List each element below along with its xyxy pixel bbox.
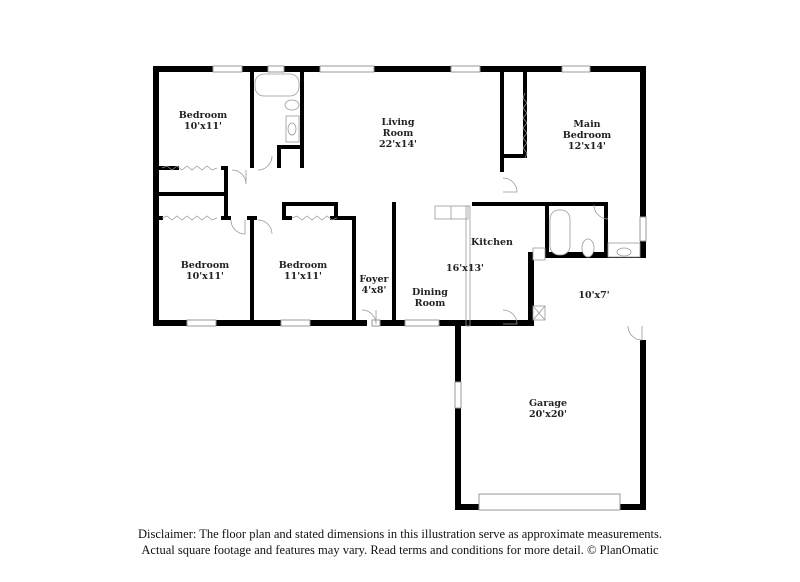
windows: [186, 65, 647, 511]
room-dims: 4'x8': [361, 285, 387, 296]
room-name: Room: [382, 128, 414, 139]
doors: [230, 155, 643, 341]
closet-doors: [161, 92, 528, 221]
room-name: Main: [573, 119, 601, 130]
room-dims: 10'x7': [578, 290, 610, 301]
room-label-main-bedroom: Main Bedroom 12'x14': [563, 119, 611, 152]
room-dims: 22'x14': [379, 139, 417, 150]
room-name: Dining: [412, 287, 448, 298]
room-name: Bedroom: [562, 130, 612, 141]
room-name: Room: [414, 298, 446, 309]
room-name: Living: [381, 117, 415, 128]
room-dims: 10'x11': [186, 271, 224, 282]
room-label-dining-room: Dining Room: [412, 287, 448, 309]
room-label-kitchen-dims: 16'x13': [446, 263, 484, 274]
room-name: Bedroom: [178, 110, 228, 121]
room-name: Kitchen: [471, 237, 513, 248]
room-name: Foyer: [359, 274, 389, 285]
disclaimer: Disclaimer: The floor plan and stated di…: [0, 526, 800, 558]
room-label-garage: Garage 20'x20': [529, 398, 567, 420]
fixtures: [254, 73, 641, 327]
room-label-kitchen: Kitchen: [471, 237, 513, 248]
room-label-foyer: Foyer 4'x8': [359, 274, 388, 296]
room-label-bedroom-1: Bedroom 10'x11': [179, 110, 227, 132]
room-label-laundry: 10'x7': [578, 290, 609, 301]
room-name: Bedroom: [278, 260, 328, 271]
room-dims: 20'x20': [529, 409, 567, 420]
room-dims: 10'x11': [184, 121, 222, 132]
room-name: Bedroom: [180, 260, 230, 271]
room-name: Garage: [528, 398, 568, 409]
room-label-bedroom-3: Bedroom 11'x11': [279, 260, 327, 282]
disclaimer-line-2: Actual square footage and features may v…: [141, 543, 659, 557]
room-dims: 16'x13': [446, 263, 484, 274]
room-label-living-room: Living Room 22'x14': [379, 117, 417, 150]
room-label-bedroom-2: Bedroom 10'x11': [181, 260, 229, 282]
room-dims: 11'x11': [284, 271, 322, 282]
disclaimer-line-1: Disclaimer: The floor plan and stated di…: [138, 527, 662, 541]
room-dims: 12'x14': [568, 141, 606, 152]
